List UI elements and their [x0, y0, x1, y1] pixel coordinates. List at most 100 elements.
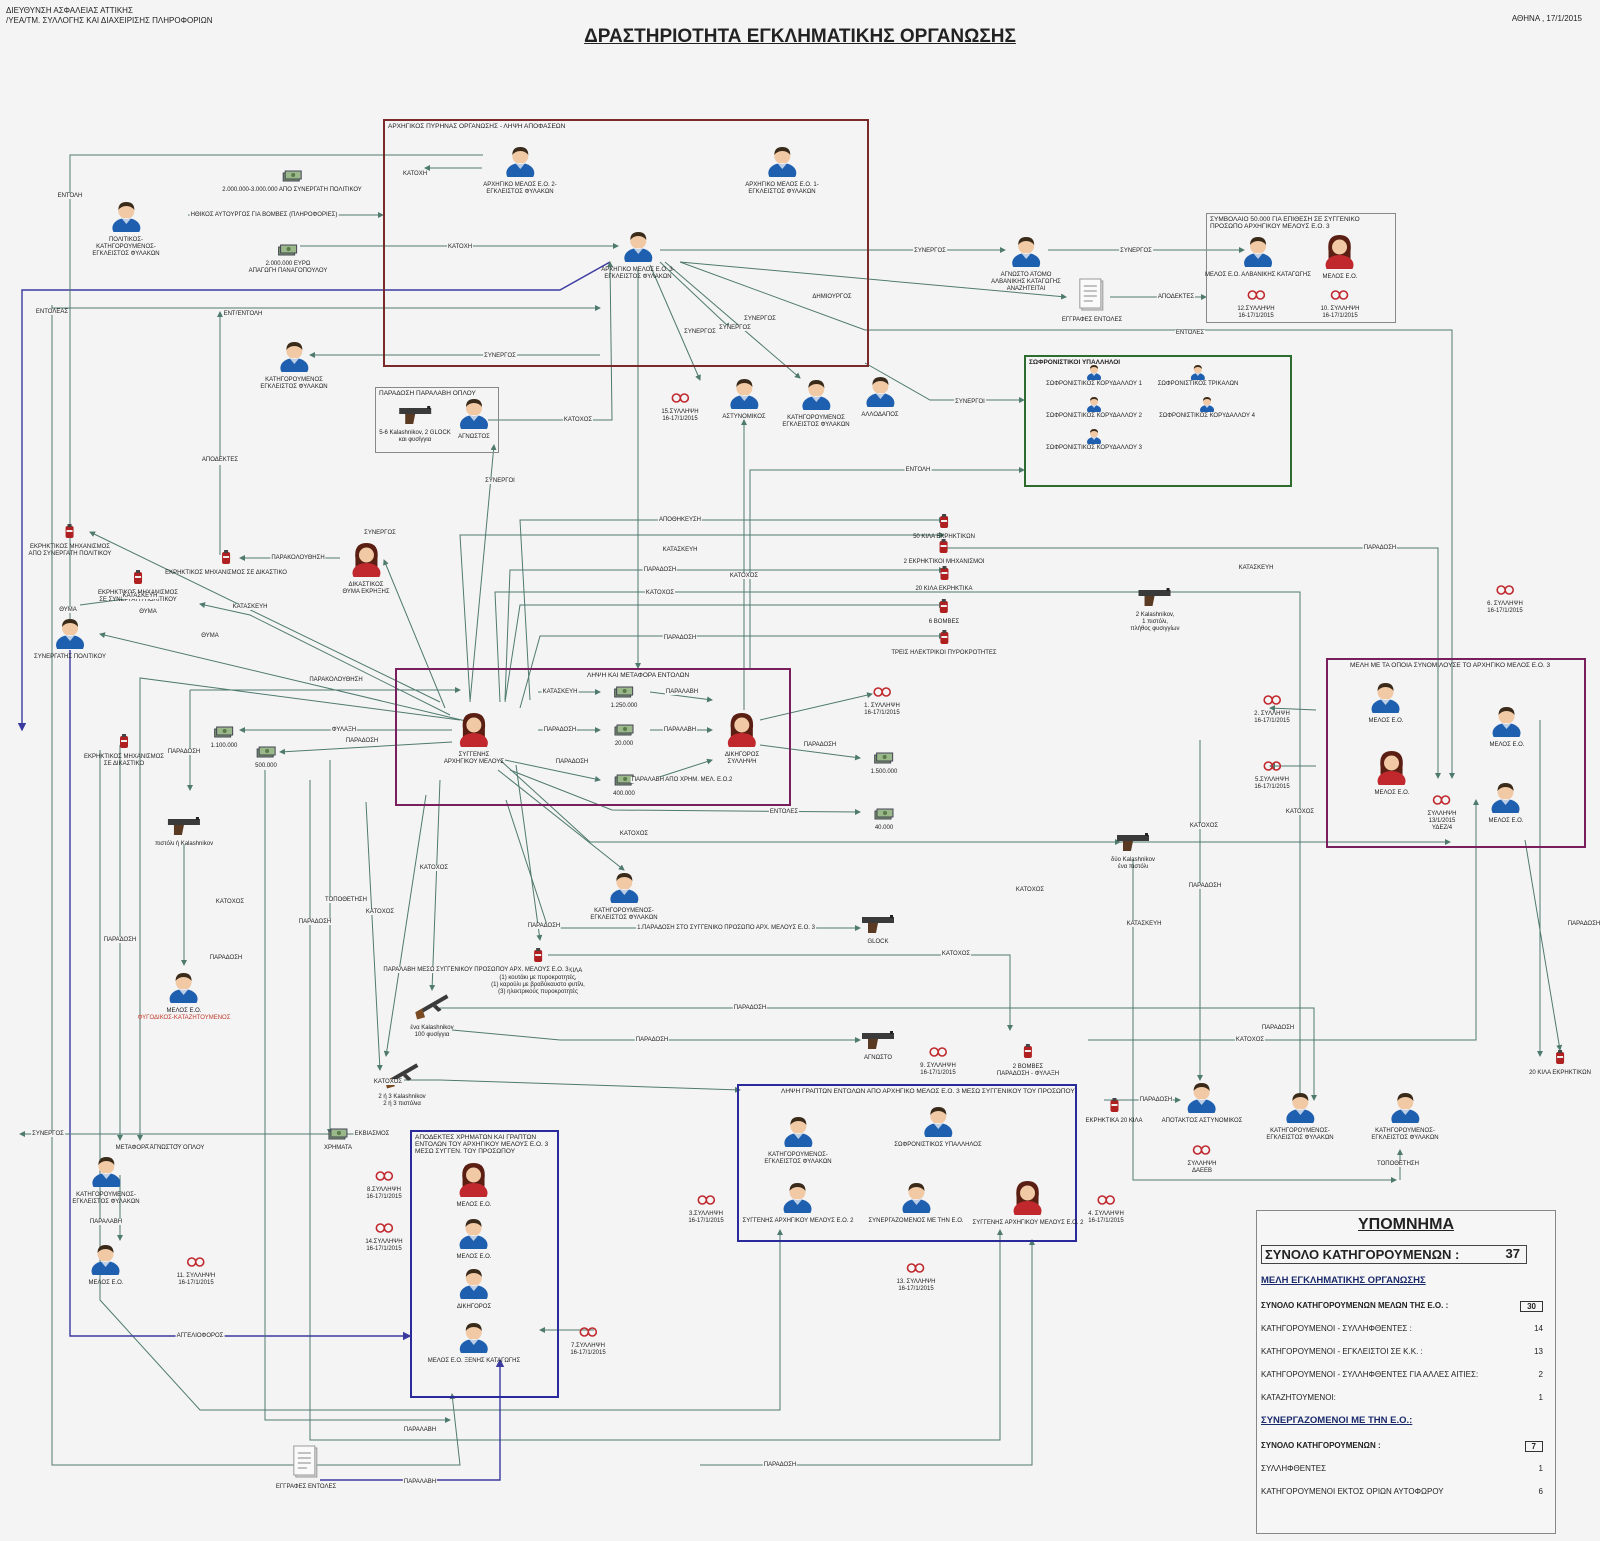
node-label: ΕΚΡΗΚΤΙΚΟΣ ΜΗΧΑΝΙΣΜΟΣ ΑΠΟ ΣΥΝΕΡΓΑΤΗ ΠΟΛΙ… [28, 544, 112, 557]
person-icon [89, 1241, 124, 1281]
connector-line [749, 467, 1025, 668]
node-label: 50 ΚΙΛΑ ΕΚΡΗΚΤΙΚΩΝ [913, 534, 975, 540]
edge-label: ΚΑΤΟΧΟΣ [644, 590, 676, 596]
edge-label: ΚΑΤΟΧΟΣ [1014, 887, 1046, 893]
person-icon [428, 1319, 520, 1359]
node-label: 1.250.000 [610, 703, 638, 709]
node-arr9: 9. ΣΥΛΛΗΨΗ 16-17/1/2015 [920, 1045, 956, 1077]
node-label: ΚΑΤΗΓΟΡΟΥΜΕΝΟΣ- ΕΓΚΛΕΙΣΤΟΣ ΦΥΛΑΚΩΝ [72, 1192, 140, 1205]
edge-label: 1.ΠΑΡΑΔΟΣΗ ΣΤΟ ΣΥΓΓΕΝΙΚΟ ΠΡΟΣΩΠΟ ΑΡΧ. ΜΕ… [636, 925, 816, 931]
header-line-2: /ΥΕΑ/ΤΜ. ΣΥΛΛΟΓΗΣ ΚΑΙ ΔΙΑΧΕΙΡΙΣΗΣ ΠΛΗΡΟΦ… [6, 16, 213, 25]
edge-label: ΠΑΡΑΔΟΣΗ [166, 749, 202, 755]
legend-row-label: ΚΑΤΑΖΗΤΟΥΜΕΝΟΙ: [1261, 1393, 1336, 1402]
person-icon [1070, 363, 1118, 383]
edge-label: ΚΑΤΟΧΟΣ [1284, 809, 1316, 815]
explosive-icon [491, 947, 585, 968]
node-label: 6 ΒΟΜΒΕΣ [928, 619, 960, 625]
edge-label: ΚΑΤΑΣΚΕΥΗ [1125, 921, 1163, 927]
edge-label: ΠΑΡΑΔΟΣΗ [554, 759, 590, 765]
person-icon [34, 615, 106, 655]
node-pist1: πιστόλι ή Kalashnikov [155, 816, 213, 848]
node-def2: ΚΑΤΗΓΟΡΟΥΜΕΝΟΣ ΕΓΚΛΕΙΣΤΟΣ ΦΥΛΑΚΩΝ [782, 376, 850, 429]
explosive-icon [904, 538, 985, 559]
edge-label: ΚΑΤΑΣΚΕΥΗ [121, 593, 159, 599]
node-label: ΚΑΤΗΓΟΡΟΥΜΕΝΟΣ- ΕΓΚΛΕΙΣΤΟΣ ΦΥΛΑΚΩΝ [1266, 1128, 1334, 1141]
node-label: ΜΕΛΟΣ Ε.Ο. ΑΛΒΑΝΙΚΗΣ ΚΑΤΑΓΩΓΗΣ [1205, 272, 1311, 278]
edge-label: ΚΑΤΟΧΟΣ [940, 951, 972, 957]
legend-row-label: ΚΑΤΗΓΟΡΟΥΜΕΝΟΙ - ΣΥΛΛΗΦΘΕΝΤΕΣ ΓΙΑ ΑΛΛΕΣ … [1261, 1370, 1479, 1379]
explosive-icon [915, 565, 972, 586]
node-label: 20.000 [614, 741, 634, 747]
node-def4: ΚΑΤΗΓΟΡΟΥΜΕΝΟΣ- ΕΓΚΛΕΙΣΤΟΣ ΦΥΛΑΚΩΝ [1266, 1089, 1334, 1142]
connector-line [264, 770, 451, 1423]
node-rc4: ΜΕΛΟΣ Ε.Ο. ΞΕΝΗΣ ΚΑΤΑΓΩΓΗΣ [428, 1319, 520, 1365]
node-label: ΜΕΛΟΣ Ε.Ο. ΞΕΝΗΣ ΚΑΤΑΓΩΓΗΣ [427, 1358, 521, 1364]
money-icon [249, 243, 328, 261]
edge-label: ΠΑΡΑΔΟΣΗ [1260, 1025, 1296, 1031]
explosive-icon [165, 549, 287, 570]
node-m500: 500.000 [255, 745, 277, 770]
rifle-icon [410, 992, 453, 1025]
node-exp20b: ΕΚΡΗΚΤΙΚΑ 20 ΚΙΛΑ [1085, 1097, 1143, 1125]
handcuffs-icon [365, 1221, 402, 1239]
node-label: 2.000.000 ΕΥΡΩ ΑΠΑΓΩΓΗ ΠΑΝΑΓΟΠΟΥΛΟΥ [248, 261, 328, 274]
edge-label: ΠΑΡΑΛΑΒΗ [662, 727, 698, 733]
handcuffs-icon [366, 1169, 401, 1187]
person-icon [745, 143, 818, 183]
explosive-icon [913, 513, 975, 534]
core-box-title: ΑΡΧΗΓΙΚΟΣ ΠΥΡΗΝΑΣ ΟΡΓΑΝΩΣΗΣ - ΛΗΨΗ ΑΠΟΦΑ… [388, 123, 566, 130]
person-female-icon [457, 1161, 492, 1203]
edge-label: ΚΑΤΟΧΟΣ [214, 899, 246, 905]
edge-label: ΠΑΡΑΔΟΣΗ [208, 955, 244, 961]
node-label: ΣΩΦΡΟΝΙΣΤΙΚΟΣ ΚΟΡΥΔΑΛΛΟΥ 1 [1046, 381, 1142, 387]
node-m40: 40.000 [874, 807, 894, 832]
legend-panel: ΥΠΟΜΝΗΜΑ ΣΥΝΟΛΟ ΚΑΤΗΓΟΡΟΥΜΕΝΩΝ : 37 ΜΕΛΗ… [1256, 1210, 1556, 1534]
person-icon [457, 395, 491, 435]
pistol-icon [860, 914, 896, 939]
node-label: ΕΓΓΡΑΦΕΣ ΕΝΤΟΛΕΣ [275, 1484, 337, 1490]
edge-label: ΣΥΝΕΡΓΟΙ [954, 399, 986, 405]
node-em1: ΑΡΧΗΓΙΚΟ ΜΕΛΟΣ Ε.Ο. 1- ΕΓΚΛΕΙΣΤΟΣ ΦΥΛΑΚΩ… [745, 143, 819, 196]
edge-label: ΕΝΤΟΛΕΣ [1174, 330, 1206, 336]
person-icon [1070, 395, 1118, 415]
node-label: 400.000 [613, 791, 635, 797]
explosive-icon [98, 569, 178, 590]
money-icon [874, 807, 894, 825]
person-icon [861, 373, 898, 413]
edge-label: ΚΑΤΟΧΟΣ [728, 573, 760, 579]
node-label: ΚΑΤΗΓΟΡΟΥΜΕΝΟΣ- ΕΓΚΛΕΙΣΤΟΣ ΦΥΛΑΚΩΝ [590, 908, 658, 921]
handcuffs-icon [661, 391, 698, 409]
legend-coop-total-value: 7 [1524, 1441, 1543, 1452]
legend-row-value: 14 [1534, 1324, 1543, 1333]
money-icon [222, 169, 362, 187]
explosive-icon [84, 733, 164, 754]
person-icon [764, 1113, 831, 1153]
written-box-title: ΛΗΨΗ ΓΡΑΠΤΩΝ ΕΝΤΟΛΩΝ ΑΠΟ ΑΡΧΗΓΙΚΟ ΜΕΛΟΣ … [781, 1088, 1075, 1095]
edge-label: ΠΑΡΑΔΟΣΗ [542, 727, 578, 733]
node-arr3: 3.ΣΥΛΛΗΨΗ 16-17/1/2015 [688, 1193, 724, 1225]
edge-label: ΠΑΡΑΛΑΒΗ ΜΕΣΩ ΣΥΓΓΕΝΙΚΟΥ ΠΡΟΣΩΠΟΥ ΑΡΧ. Μ… [382, 967, 570, 973]
node-label: ΑΣΤΥΝΟΜΙΚΟΣ [722, 414, 766, 420]
node-label: ΣΥΓΓΕΝΗΣ ΑΡΧΗΓΙΚΟΥ ΜΕΛΟΥΣ Ε.Ο. 2 [972, 1220, 1084, 1226]
person-icon [1205, 233, 1311, 273]
connector-line [679, 261, 1067, 300]
handcuffs-icon [1088, 1193, 1124, 1211]
core-leadership-box: ΑΡΧΗΓΙΚΟΣ ΠΥΡΗΝΑΣ ΟΡΓΑΝΩΣΗΣ - ΛΗΨΗ ΑΠΟΦΑ… [383, 119, 869, 367]
node-def1: ΚΑΤΗΓΟΡΟΥΜΕΝΟΣ ΕΓΚΛΕΙΣΤΟΣ ΦΥΛΑΚΩΝ [260, 338, 328, 391]
handcuffs-icon [1428, 793, 1457, 811]
edge-label: ΚΑΤΟΧΟΣ [618, 831, 650, 837]
node-label: δύο Kalashnikov ένα πιστόλι [1111, 857, 1155, 870]
legend-row-value: 6 [1538, 1487, 1543, 1496]
person-female-icon [342, 541, 389, 583]
node-cop2: ΑΠΟΤΑΚΤΟΣ ΑΣΤΥΝΟΜΙΚΟΣ [1162, 1079, 1243, 1125]
node-label: 10. ΣΥΛΛΗΨΗ 16-17/1/2015 [1320, 306, 1360, 319]
node-money1: 2.000.000-3.000.000 ΑΠΟ ΣΥΝΕΡΓΑΤΗ ΠΟΛΙΤΙ… [222, 169, 362, 194]
edge-label: ΠΑΡΑΛΑΒΗ [88, 1219, 124, 1225]
person-icon [590, 869, 657, 909]
connector-line [1524, 839, 1563, 1051]
node-wd1: ΚΑΤΗΓΟΡΟΥΜΕΝΟΣ- ΕΓΚΛΕΙΣΤΟΣ ΦΥΛΑΚΩΝ [764, 1113, 832, 1166]
node-label: 40.000 [874, 825, 894, 831]
edge-label: ΚΑΤΑΣΚΕΥΗ [541, 689, 579, 695]
node-fug: ΜΕΛΟΣ Ε.Ο.ΦΥΓΟΔΙΚΟΣ-ΚΑΤΑΖΗΤΟΥΜΕΝΟΣ [138, 969, 231, 1022]
